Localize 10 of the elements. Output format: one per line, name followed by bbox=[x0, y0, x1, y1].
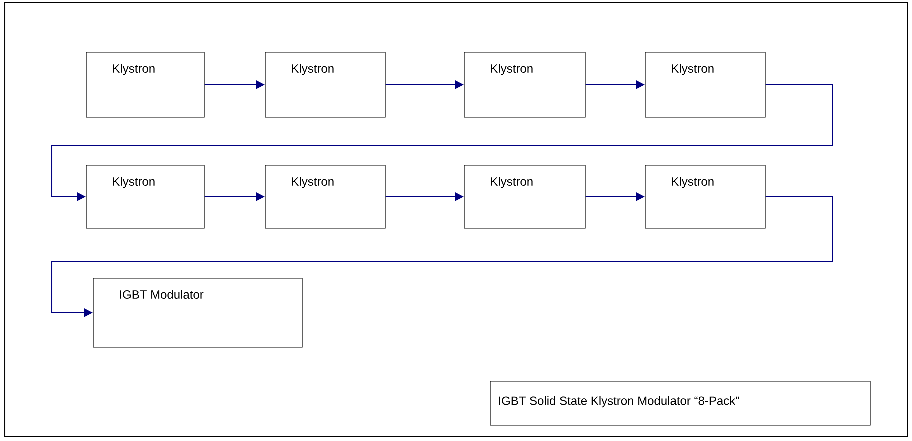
klystron-box: Klystron bbox=[86, 52, 205, 118]
klystron-box: Klystron bbox=[645, 52, 766, 118]
klystron-box: Klystron bbox=[645, 165, 766, 229]
klystron-box: Klystron bbox=[464, 165, 586, 229]
klystron-box: Klystron bbox=[86, 165, 205, 229]
modulator-box: IGBT Modulator bbox=[93, 278, 303, 348]
klystron-box: Klystron bbox=[265, 52, 386, 118]
klystron-box: Klystron bbox=[265, 165, 386, 229]
caption-box: IGBT Solid State Klystron Modulator “8-Pack” bbox=[490, 381, 871, 426]
klystron-box: Klystron bbox=[464, 52, 586, 118]
